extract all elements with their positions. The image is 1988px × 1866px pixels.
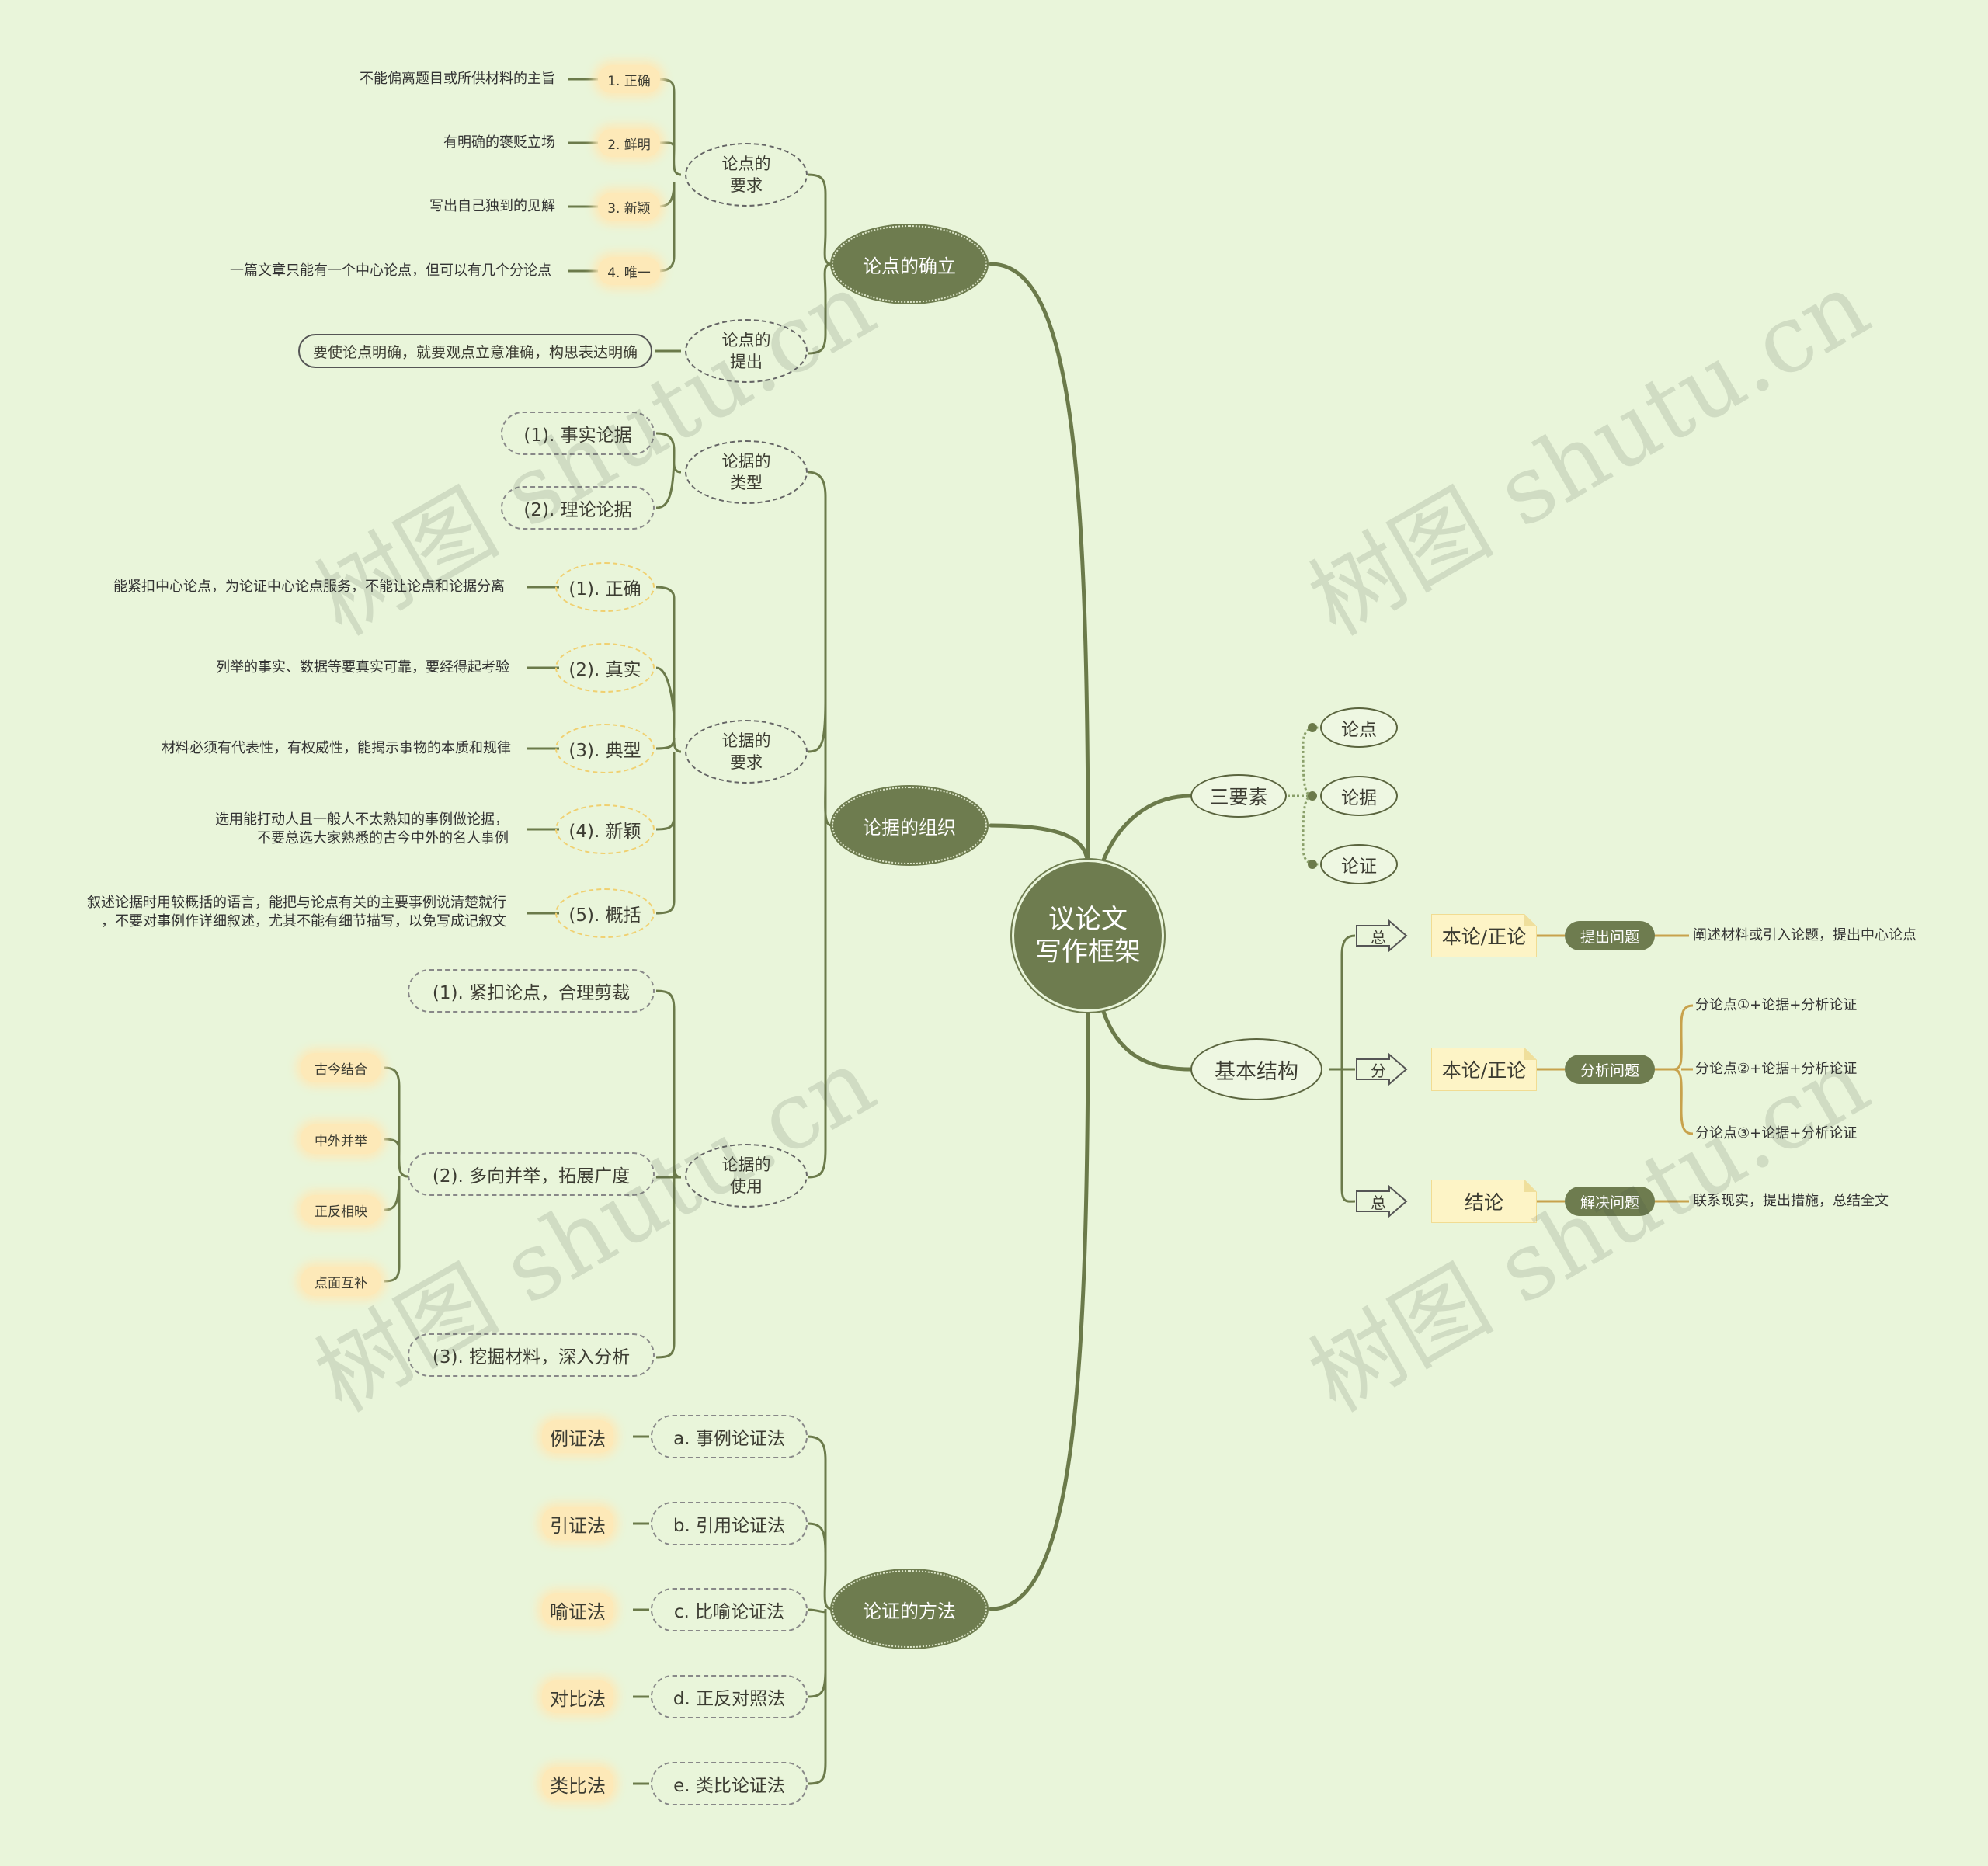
structure-arrow-label: 分 <box>1371 1061 1386 1080</box>
structure-tag[interactable]: 分析问题 <box>1565 1055 1655 1084</box>
method-short[interactable]: 对比法 <box>542 1680 613 1713</box>
lunju-use-sub[interactable]: 正反相映 <box>301 1195 381 1225</box>
lunju-type-item[interactable]: (2). 理论论据 <box>501 486 655 530</box>
method-item[interactable]: c. 比喻论证法 <box>651 1588 808 1631</box>
lunju-use-sub[interactable]: 古今结合 <box>301 1053 381 1082</box>
lundian-req-desc: 一篇文章只能有一个中心论点，但可以有几个分论点 <box>230 262 551 279</box>
branch-sanyaosu[interactable]: 三要素 <box>1190 774 1287 818</box>
method-short[interactable]: 引证法 <box>542 1507 613 1540</box>
branch-jiben-jiegou[interactable]: 基本结构 <box>1190 1038 1322 1100</box>
structure-arrow-label: 总 <box>1371 1193 1386 1212</box>
structure-desc: 阐述材料或引入论题，提出中心论点 <box>1693 927 1917 943</box>
node-lunju-shiyong[interactable]: 论据的 使用 <box>685 1144 808 1208</box>
structure-note[interactable]: 本论/正论 <box>1431 914 1537 957</box>
structure-tag[interactable]: 提出问题 <box>1565 921 1655 950</box>
node-lunju-yaoqiu[interactable]: 论据的 要求 <box>685 720 808 784</box>
element-lundian[interactable]: 论点 <box>1320 707 1398 748</box>
structure-tag[interactable]: 解决问题 <box>1565 1187 1655 1216</box>
lundian-req-key[interactable]: 3. 新颖 <box>598 193 660 221</box>
branch-lunju-zuzhi[interactable]: 论据的组织 <box>832 787 987 864</box>
lunju-req-key[interactable]: (3). 典型 <box>555 724 655 773</box>
lunju-req-desc: 材料必须有代表性，有权威性，能揭示事物的本质和规律 <box>162 740 511 756</box>
lunju-req-key[interactable]: (4). 新颖 <box>555 804 655 854</box>
lunju-use-sub[interactable]: 中外并举 <box>301 1124 381 1154</box>
structure-note[interactable]: 本论/正论 <box>1431 1048 1537 1091</box>
lundian-req-desc: 写出自己独到的见解 <box>429 198 555 214</box>
lunju-req-desc: 选用能打动人且一般人不太熟知的事例做论据， 不要总选大家熟悉的古今中外的名人事例 <box>215 811 509 846</box>
lunju-use-item[interactable]: (1). 紧扣论点，合理剪裁 <box>408 969 655 1013</box>
method-item[interactable]: b. 引用论证法 <box>651 1502 808 1545</box>
branch-lunzheng-fangfa[interactable]: 论证的方法 <box>832 1570 987 1648</box>
lunju-type-item[interactable]: (1). 事实论据 <box>501 412 655 455</box>
structure-arrow-label: 总 <box>1371 927 1386 947</box>
node-lunju-leixing[interactable]: 论据的 类型 <box>685 440 808 504</box>
lunju-req-key[interactable]: (5). 概括 <box>555 888 655 938</box>
element-lunju[interactable]: 论据 <box>1320 776 1398 816</box>
lunju-use-item[interactable]: (3). 挖掘材料，深入分析 <box>408 1333 655 1377</box>
method-item[interactable]: a. 事例论证法 <box>651 1415 808 1458</box>
lundian-req-key[interactable]: 2. 鲜明 <box>598 129 660 157</box>
structure-desc: 联系现实，提出措施，总结全文 <box>1693 1193 1889 1209</box>
structure-arrow <box>1356 1185 1408 1218</box>
lunju-use-item[interactable]: (2). 多向并举，拓展广度 <box>408 1152 655 1196</box>
branch-lundian-queli[interactable]: 论点的确立 <box>832 225 987 303</box>
lunju-req-desc: 列举的事实、数据等要真实可靠，要经得起考验 <box>216 659 509 676</box>
structure-desc: 分论点③+论据+分析论证 <box>1695 1125 1858 1141</box>
lunju-req-key[interactable]: (2). 真实 <box>555 643 655 693</box>
method-item[interactable]: d. 正反对照法 <box>651 1675 808 1718</box>
method-short[interactable]: 例证法 <box>542 1420 613 1453</box>
lunju-use-sub[interactable]: 点面互补 <box>301 1267 381 1296</box>
node-lundian-yaoqiu[interactable]: 论点的 要求 <box>685 143 808 207</box>
method-item[interactable]: e. 类比论证法 <box>651 1762 808 1805</box>
method-short[interactable]: 喻证法 <box>542 1593 613 1626</box>
structure-note[interactable]: 结论 <box>1431 1180 1537 1223</box>
lundian-req-desc: 不能偏离题目或所供材料的主旨 <box>360 71 555 87</box>
method-short[interactable]: 类比法 <box>542 1767 613 1800</box>
structure-desc: 分论点①+论据+分析论证 <box>1695 997 1858 1013</box>
lunju-req-key[interactable]: (1). 正确 <box>555 562 655 612</box>
node-lundian-tichu[interactable]: 论点的 提出 <box>685 319 808 383</box>
element-lunzheng[interactable]: 论证 <box>1320 844 1398 884</box>
lundian-tichu-desc[interactable]: 要使论点明确，就要观点立意准确，构思表达明确 <box>298 334 652 368</box>
lundian-req-desc: 有明确的褒贬立场 <box>443 134 555 151</box>
lundian-req-key[interactable]: 4. 唯一 <box>598 257 660 285</box>
lunju-req-desc: 叙述论据时用较概括的语言，能把与论点有关的主要事例说清楚就行 ，不要对事例作详细… <box>87 895 506 930</box>
central-topic[interactable]: 议论文 写作框架 <box>1012 860 1164 1012</box>
structure-arrow <box>1356 1053 1408 1086</box>
lundian-req-key[interactable]: 1. 正确 <box>598 65 660 93</box>
lunju-req-desc: 能紧扣中心论点，为论证中心论点服务，不能让论点和论据分离 <box>113 579 505 595</box>
structure-desc: 分论点②+论据+分析论证 <box>1695 1061 1858 1077</box>
structure-arrow <box>1356 919 1408 952</box>
